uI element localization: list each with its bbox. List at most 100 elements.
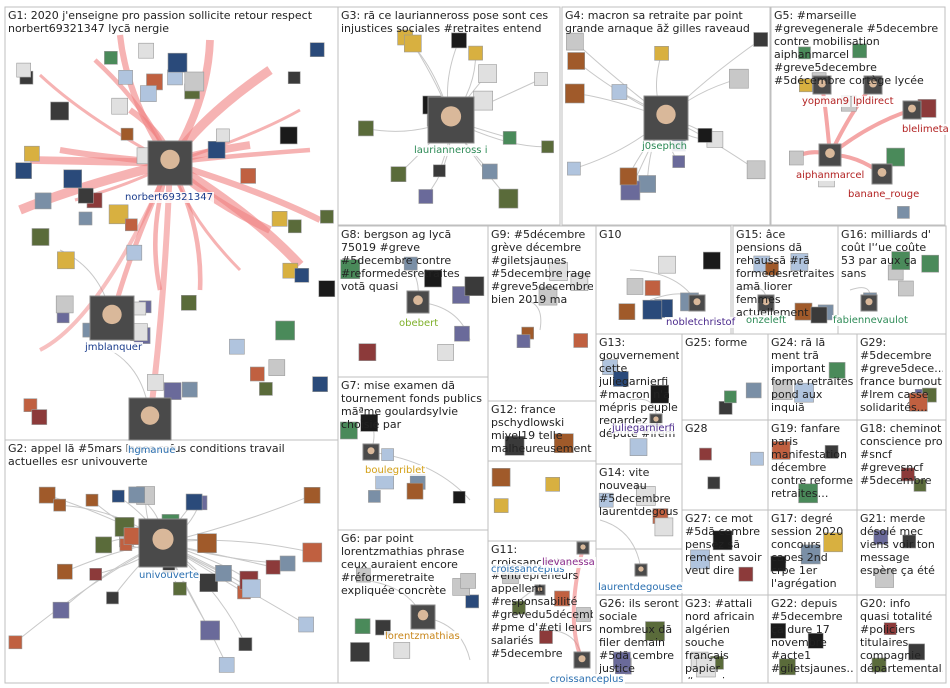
avatar-thumbnail[interactable] — [645, 621, 665, 641]
avatar-thumbnail[interactable] — [381, 448, 394, 461]
avatar-thumbnail[interactable] — [654, 517, 674, 537]
avatar-thumbnail[interactable] — [908, 392, 928, 412]
avatar-thumbnail[interactable] — [56, 563, 73, 580]
avatar-thumbnail[interactable] — [182, 381, 198, 398]
avatar-thumbnail[interactable] — [638, 175, 657, 193]
avatar-thumbnail[interactable] — [897, 206, 910, 219]
node-label-lorentz[interactable]: lorentzmathias — [384, 631, 461, 642]
avatar-thumbnail[interactable] — [38, 486, 56, 504]
avatar-thumbnail[interactable] — [106, 591, 119, 605]
avatar-thumbnail[interactable] — [908, 643, 925, 661]
avatar-thumbnail[interactable] — [215, 564, 232, 582]
avatar-thumbnail[interactable] — [312, 376, 328, 393]
avatar-thumbnail[interactable] — [433, 164, 446, 178]
avatar-thumbnail[interactable] — [481, 163, 498, 180]
avatar-thumbnail[interactable] — [598, 492, 614, 508]
avatar-thumbnail[interactable] — [355, 567, 371, 583]
avatar-thumbnail[interactable] — [753, 32, 769, 47]
node-label-yopman9[interactable]: yopman9 — [801, 96, 850, 107]
avatar-thumbnail[interactable] — [298, 616, 314, 633]
avatar-thumbnail[interactable] — [259, 382, 273, 396]
node-label-lpldirect[interactable]: lpldirect — [852, 96, 895, 107]
avatar-thumbnail[interactable] — [185, 493, 203, 511]
node-label-j0sephch[interactable]: j0sephch — [641, 141, 689, 152]
avatar-thumbnail[interactable] — [15, 162, 32, 179]
node-label-obebert[interactable]: obebert — [398, 318, 440, 329]
avatar-thumbnail[interactable] — [771, 441, 791, 460]
avatar-thumbnail[interactable] — [810, 306, 828, 324]
avatar-thumbnail[interactable] — [852, 43, 867, 59]
avatar-thumbnail[interactable] — [567, 161, 581, 176]
avatar-thumbnail[interactable] — [901, 467, 915, 482]
avatar-thumbnail[interactable] — [78, 211, 93, 226]
avatar-thumbnail[interactable] — [750, 451, 764, 466]
avatar-thumbnail[interactable] — [883, 622, 897, 636]
avatar-thumbnail[interactable] — [545, 476, 561, 492]
avatar-thumbnail[interactable] — [50, 101, 69, 121]
node-label-univouverte[interactable]: univouverte — [138, 570, 201, 581]
avatar-thumbnail[interactable] — [707, 476, 721, 490]
avatar-thumbnail[interactable] — [418, 189, 434, 204]
avatar-thumbnail[interactable] — [794, 382, 814, 403]
avatar-thumbnail[interactable] — [163, 382, 182, 400]
avatar-thumbnail[interactable] — [138, 42, 154, 59]
avatar-thumbnail[interactable] — [275, 320, 295, 341]
avatar-thumbnail[interactable] — [635, 486, 656, 506]
avatar-thumbnail[interactable] — [913, 479, 927, 492]
node-label-croissanceplus2[interactable]: croissanceplus — [549, 674, 625, 685]
avatar-thumbnail[interactable] — [104, 50, 118, 65]
avatar-thumbnail[interactable] — [265, 559, 281, 575]
avatar-thumbnail[interactable] — [287, 71, 301, 84]
avatar-thumbnail[interactable] — [350, 642, 370, 662]
avatar-thumbnail[interactable] — [539, 630, 553, 644]
avatar-thumbnail[interactable] — [770, 623, 787, 639]
avatar-thumbnail[interactable] — [570, 273, 589, 291]
avatar-thumbnail[interactable] — [358, 343, 377, 362]
avatar-thumbnail[interactable] — [16, 62, 32, 78]
avatar-thumbnail[interactable] — [406, 482, 424, 500]
avatar-thumbnail[interactable] — [268, 359, 286, 376]
avatar-thumbnail[interactable] — [553, 433, 574, 454]
avatar-thumbnail[interactable] — [218, 657, 235, 673]
avatar-thumbnail[interactable] — [207, 141, 226, 159]
avatar-thumbnail[interactable] — [128, 486, 145, 504]
avatar-thumbnail[interactable] — [554, 590, 570, 607]
avatar-thumbnail[interactable] — [772, 380, 793, 401]
node-label-aiphanmarcel[interactable]: aiphanmarcel — [795, 170, 866, 181]
avatar-thumbnail[interactable] — [354, 618, 371, 635]
avatar-thumbnail[interactable] — [611, 84, 628, 100]
avatar-thumbnail[interactable] — [125, 218, 138, 232]
avatar-thumbnail[interactable] — [644, 280, 661, 296]
avatar-thumbnail[interactable] — [468, 45, 483, 61]
avatar-thumbnail[interactable] — [318, 280, 336, 298]
avatar-thumbnail[interactable] — [240, 168, 256, 184]
node-label-juliegarnier[interactable]: juliegarnierfi — [611, 423, 676, 434]
avatar-thumbnail[interactable] — [120, 127, 134, 141]
avatar-thumbnail[interactable] — [368, 490, 381, 503]
avatar-thumbnail[interactable] — [902, 534, 917, 549]
avatar-thumbnail[interactable] — [626, 278, 644, 295]
avatar-thumbnail[interactable] — [718, 401, 733, 415]
avatar-thumbnail[interactable] — [798, 78, 813, 93]
avatar-thumbnail[interactable] — [108, 204, 129, 225]
avatar-thumbnail[interactable] — [360, 414, 379, 432]
avatar-thumbnail[interactable] — [242, 579, 261, 598]
node-label-norbert[interactable]: norbert69321347 — [124, 192, 214, 203]
avatar-thumbnail[interactable] — [250, 366, 265, 382]
avatar-thumbnail[interactable] — [788, 150, 804, 166]
avatar-thumbnail[interactable] — [309, 42, 325, 58]
avatar-thumbnail[interactable] — [181, 294, 197, 311]
avatar-thumbnail[interactable] — [566, 32, 584, 51]
avatar-thumbnail[interactable] — [238, 637, 253, 652]
avatar-thumbnail[interactable] — [112, 489, 125, 503]
avatar-thumbnail[interactable] — [712, 530, 733, 551]
avatar-thumbnail[interactable] — [770, 555, 787, 572]
avatar-thumbnail[interactable] — [95, 536, 112, 554]
avatar-thumbnail[interactable] — [167, 52, 188, 73]
avatar-thumbnail[interactable] — [498, 188, 519, 209]
avatar-thumbnail[interactable] — [538, 286, 558, 306]
avatar-thumbnail[interactable] — [613, 651, 631, 670]
node-label-noblet[interactable]: nobletchristof — [665, 317, 737, 328]
avatar-thumbnail[interactable] — [504, 435, 525, 456]
avatar-thumbnail[interactable] — [23, 398, 38, 413]
